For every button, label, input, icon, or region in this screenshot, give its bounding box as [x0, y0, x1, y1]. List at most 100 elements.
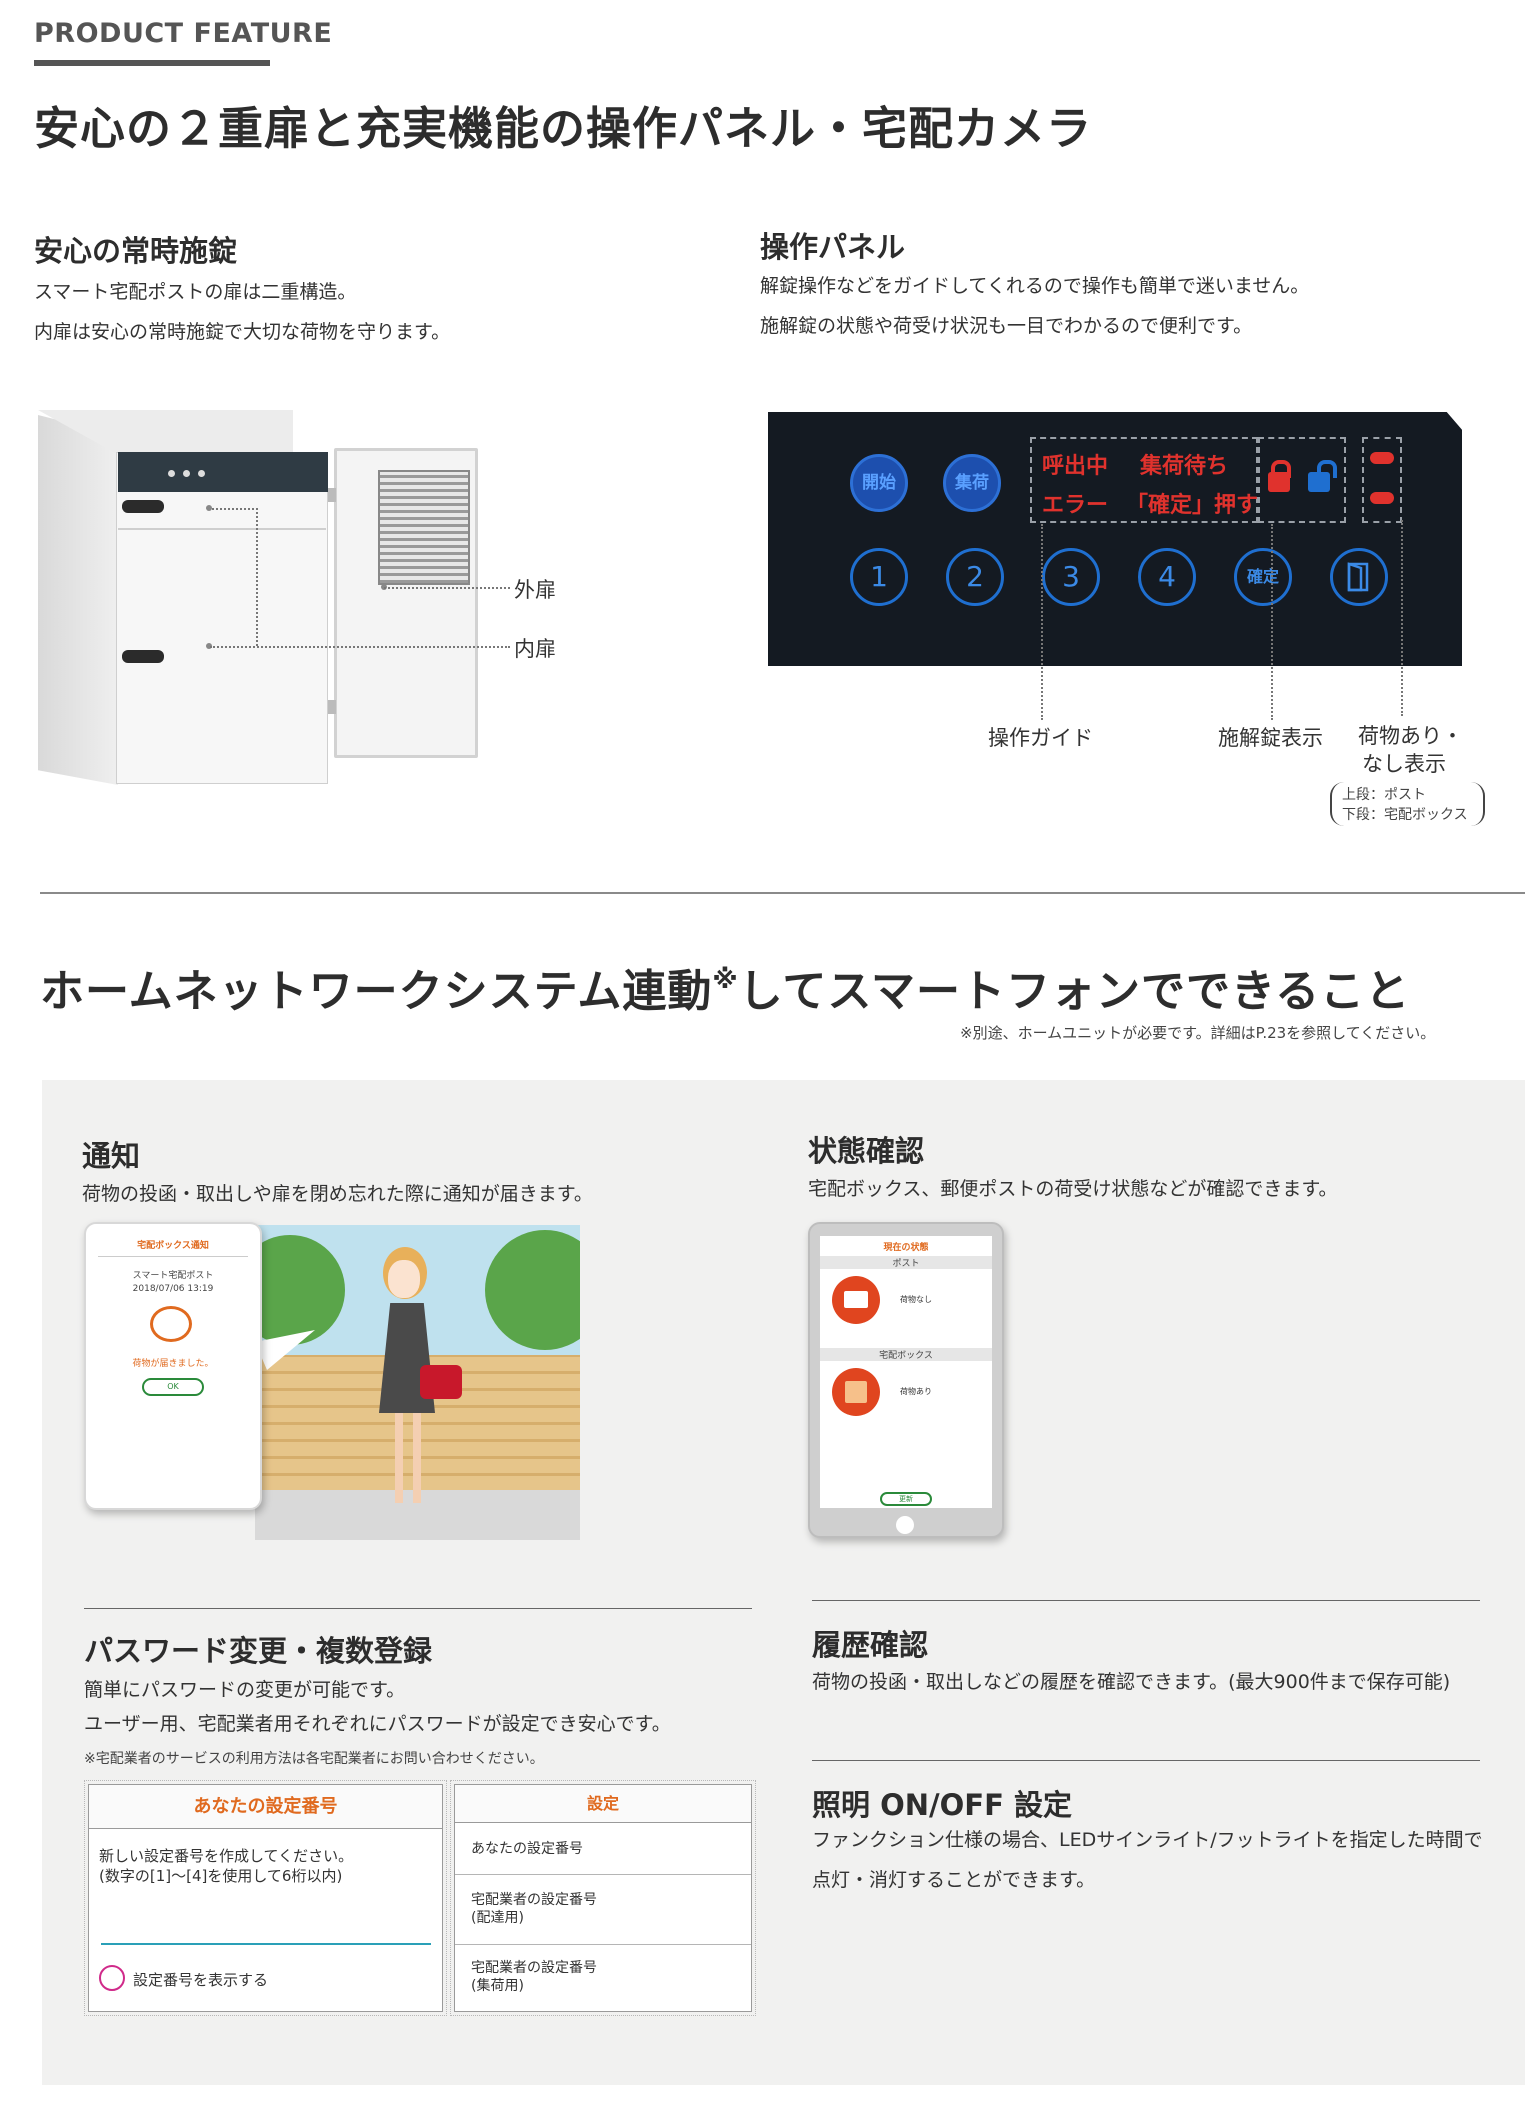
leader-lock [1271, 524, 1273, 720]
panel-button-confirm[interactable]: 確定 [1234, 548, 1292, 606]
parcel-box-icon [150, 1306, 192, 1342]
notify-ok-button[interactable]: OK [142, 1378, 204, 1396]
panel-button-door-icon[interactable] [1330, 548, 1388, 606]
status-app-post: ポスト [820, 1256, 992, 1269]
status-text: 宅配ボックス、郵便ポストの荷受け状態などが確認できます。 [808, 1178, 1338, 1200]
network-title-mark: ※ [712, 965, 739, 995]
panel-text-2: 施解錠の状態や荷受け状況も一目でわかるので便利です。 [760, 315, 1253, 337]
password-entry-line1: 新しい設定番号を作成してください。 [99, 1847, 354, 1865]
guide-calling: 呼出中 [1042, 454, 1109, 479]
show-password-label: 設定番号を表示する [133, 1971, 269, 1989]
network-title: ホームネットワークシステム連動※してスマートフォンでできること [40, 955, 1410, 1019]
feature-tag-underline [34, 60, 270, 66]
panel-button-1[interactable]: 1 [850, 548, 908, 606]
password-rule [84, 1608, 752, 1609]
status-post-state: 荷物なし [900, 1295, 932, 1304]
woman-face [388, 1260, 420, 1298]
notify-app-rule [98, 1256, 248, 1257]
mailbox-button-dot [198, 470, 205, 477]
notify-app-title: 宅配ボックス通知 [137, 1241, 209, 1251]
light-heading: 照明 ON/OFF 設定 [812, 1788, 1072, 1822]
lock-text-2: 内扉は安心の常時施錠で大切な荷物を守ります。 [34, 321, 451, 343]
parcel-led-lower [1370, 492, 1394, 504]
guide-error: エラー [1042, 493, 1109, 518]
parcel-led-upper [1370, 452, 1394, 464]
status-app-title: 現在の状態 [883, 1243, 929, 1253]
light-text-1: ファンクション仕様の場合、LEDサインライト/フットライトを指定した時間で [812, 1829, 1483, 1851]
password-entry-line2: (数字の[1]～[4]を使用して6桁以内) [99, 1867, 343, 1885]
notify-text: 荷物の投函・取出しや扉を閉め忘れた際に通知が届きます。 [82, 1183, 593, 1205]
status-refresh-button[interactable]: 更新 [880, 1492, 932, 1506]
password-entry-title: あなたの設定番号 [89, 1785, 442, 1829]
mail-envelope [844, 1291, 868, 1308]
label-upper-post: 上段：ポスト [1342, 787, 1426, 803]
network-note: ※別途、ホームユニットが必要です。詳細はP.23を参照してください。 [960, 1024, 1436, 1042]
parcel-note-bracket [1330, 782, 1485, 826]
mailbox-button-dot [168, 470, 175, 477]
settings-row-your-number[interactable]: あなたの設定番号 [455, 1823, 751, 1875]
settings-row-label: 宅配業者の設定番号 [471, 1892, 597, 1908]
leader-guide [1041, 524, 1043, 720]
settings-row-sublabel: (配達用) [471, 1910, 524, 1926]
leader-line [210, 646, 510, 648]
leader-line [256, 508, 258, 646]
settings-row-pickup-number[interactable]: 宅配業者の設定番号 (集荷用) [455, 1945, 751, 2011]
password-text-2: ユーザー用、宅配業者用それぞれにパスワードが設定でき安心です。 [84, 1713, 671, 1735]
panel-button-4[interactable]: 4 [1138, 548, 1196, 606]
tablet-home-button[interactable] [896, 1516, 914, 1534]
notify-app-date: 2018/07/06 13:19 [132, 1284, 214, 1294]
lock-heading: 安心の常時施錠 [34, 234, 238, 268]
status-screen: 現在の状態 ポスト 荷物なし 宅配ボックス 荷物あり 更新 [820, 1236, 992, 1508]
door-icon [1347, 562, 1369, 592]
panel-button-2[interactable]: 2 [946, 548, 1004, 606]
label-outer-door: 外扉 [514, 578, 556, 602]
light-rule [812, 1760, 1480, 1761]
password-heading: パスワード変更・複数登録 [84, 1634, 433, 1668]
package-icon [832, 1368, 880, 1416]
locked-icon [1268, 460, 1291, 492]
feature-tag: PRODUCT FEATURE [34, 18, 333, 49]
door-hinge [328, 700, 336, 714]
settings-row-label: あなたの設定番号 [471, 1841, 583, 1857]
panel-button-start[interactable]: 開始 [850, 454, 908, 512]
mailbox-side [38, 415, 118, 785]
control-panel: 開始 集荷 呼出中 集荷待ち エラー 「確定」押す 1 2 3 4 確定 [768, 412, 1462, 666]
guide-display-frame [1030, 437, 1258, 523]
tree-left [255, 1235, 345, 1345]
label-inner-door: 内扉 [514, 637, 556, 661]
password-settings-panel: 設定 あなたの設定番号 宅配業者の設定番号 (配達用) 宅配業者の設定番号 (集… [450, 1780, 756, 2016]
leader-dot [206, 505, 212, 511]
network-title-main: ホームネットワークシステム連動 [40, 966, 713, 1017]
panel-text-1: 解錠操作などをガイドしてくれるので操作も簡単で迷いません。 [760, 275, 1310, 297]
notify-illustration [255, 1225, 580, 1540]
mailbox-button-dot [183, 470, 190, 477]
network-title-suffix: してスマートフォンでできること [738, 966, 1411, 1017]
settings-title: 設定 [455, 1785, 751, 1823]
history-heading: 履歴確認 [812, 1628, 929, 1662]
woman-legs [395, 1413, 421, 1503]
panel-button-pickup[interactable]: 集荷 [943, 454, 1001, 512]
lock-display-frame [1258, 437, 1346, 523]
label-operation-guide: 操作ガイド [988, 726, 1093, 750]
password-note: ※宅配業者のサービスの利用方法は各宅配業者にお問い合わせください。 [84, 1751, 544, 1767]
leader-line [384, 587, 510, 589]
page-title: 安心の２重扉と充実機能の操作パネル・宅配カメラ [34, 102, 1093, 155]
door-instruction-plate [378, 470, 470, 585]
leader-line [212, 508, 258, 510]
status-heading: 状態確認 [808, 1134, 925, 1168]
settings-row-delivery-number[interactable]: 宅配業者の設定番号 (配達用) [455, 1875, 751, 1945]
leader-parcel [1401, 520, 1403, 716]
woman-handbag [420, 1365, 462, 1399]
panel-heading: 操作パネル [760, 230, 906, 264]
show-password-radio[interactable] [99, 1965, 125, 1991]
parcel-display-frame [1362, 437, 1402, 523]
panel-button-3[interactable]: 3 [1042, 548, 1100, 606]
password-input[interactable] [101, 1943, 431, 1945]
unlocked-icon [1308, 460, 1337, 492]
lock-text-1: スマート宅配ポストの扉は二重構造。 [34, 281, 357, 303]
door-hinge [328, 488, 336, 502]
notify-app-message: 荷物が届きました。 [132, 1359, 214, 1369]
tree-right [485, 1230, 580, 1350]
password-text-1: 簡単にパスワードの変更が可能です。 [84, 1679, 406, 1701]
notify-heading: 通知 [82, 1139, 141, 1173]
